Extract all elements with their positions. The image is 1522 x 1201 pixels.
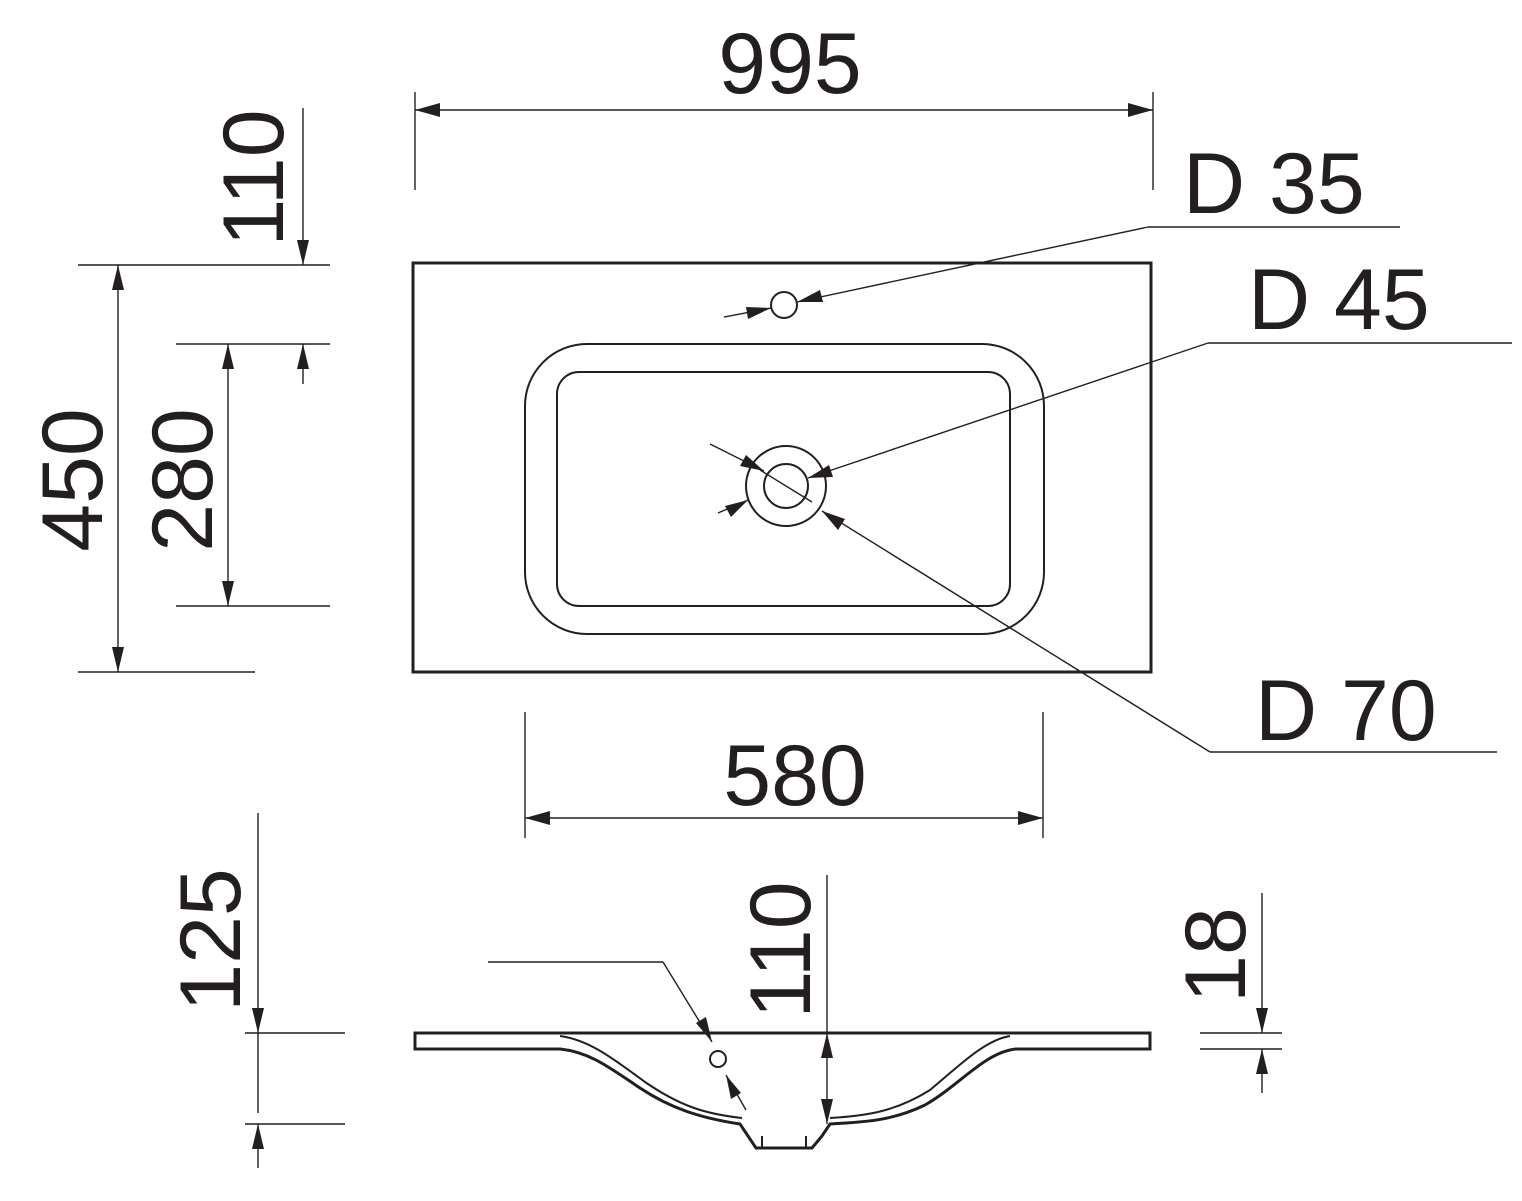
dimension-overall-depth: 450 [25, 265, 255, 673]
section-overflow-hole [709, 1050, 727, 1068]
label-d70: D 70 [1255, 663, 1437, 759]
section-profile [413, 1031, 1152, 1150]
dim-280: 280 [135, 408, 231, 552]
dimension-top-offset: 110 [78, 108, 330, 384]
dim-110-top: 110 [206, 109, 302, 246]
dimension-bowl-height: 110 [733, 875, 833, 1124]
dim-125: 125 [163, 868, 259, 1012]
label-d45: D 45 [1248, 252, 1430, 348]
dimension-overall-width: 995 [414, 16, 1154, 190]
section-view [413, 1031, 1152, 1150]
callout-tap-hole: D 35 [723, 136, 1400, 319]
dim-110-section: 110 [733, 881, 829, 1018]
label-d35: D 35 [1183, 136, 1365, 232]
overflow-leader [488, 961, 747, 1111]
dimension-bowl-width: 580 [524, 712, 1044, 838]
dim-580: 580 [723, 728, 867, 824]
section-bowl-inner-right [829, 1035, 1011, 1119]
callout-drain-inner: D 45 [709, 252, 1512, 479]
section-bowl-inner [559, 1035, 743, 1119]
top-view [411, 261, 1153, 674]
dim-995: 995 [718, 16, 862, 112]
dimension-deck-thickness: 18 [1168, 893, 1282, 1093]
drain-inner [763, 463, 809, 509]
tap-hole [770, 291, 798, 319]
dimension-section-height: 125 [163, 813, 345, 1168]
dim-18: 18 [1168, 907, 1264, 1003]
callout-drain-outer: D 70 [717, 469, 1497, 759]
bowl-outer-rim [524, 343, 1045, 635]
bowl-inner [556, 371, 1011, 607]
drain-outer [745, 445, 827, 527]
basin-outline [411, 261, 1153, 674]
dimension-bowl-depth: 280 [135, 343, 330, 607]
dim-450: 450 [25, 408, 121, 552]
